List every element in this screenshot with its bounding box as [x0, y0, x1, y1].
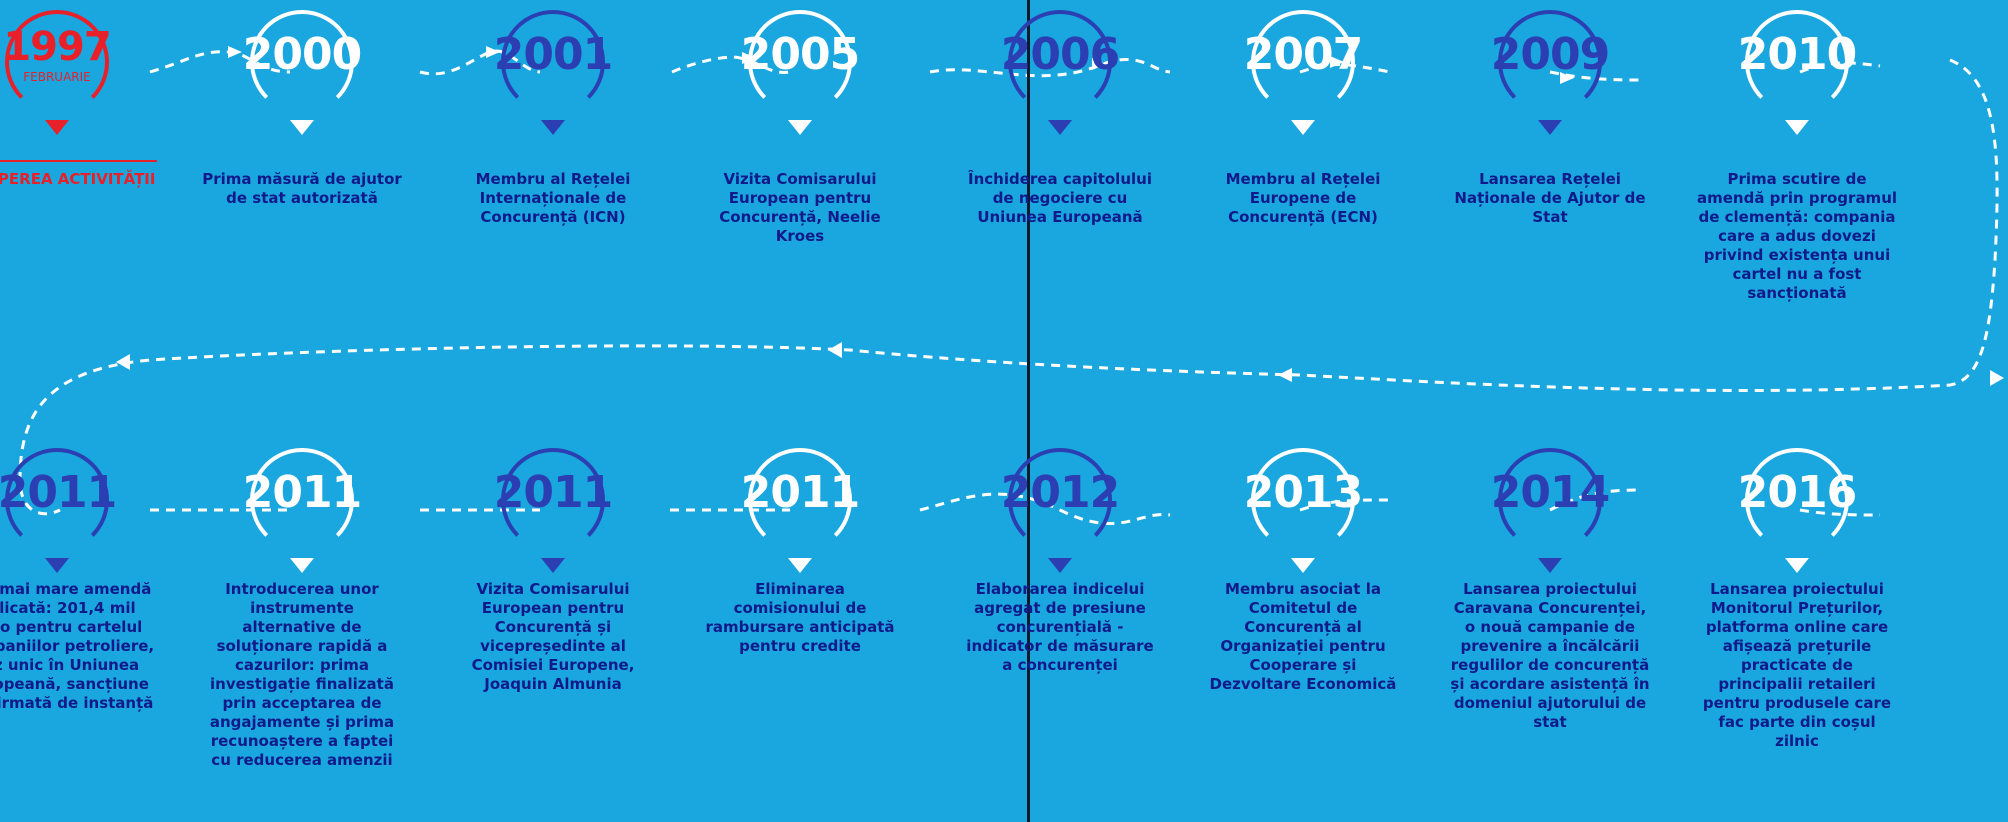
milestone-ring [1745, 448, 1849, 552]
milestone-ring [1498, 448, 1602, 552]
milestone-ring [1498, 10, 1602, 114]
diamond-icon [1785, 558, 1809, 573]
milestone-ring [1745, 10, 1849, 114]
milestone-ring [748, 448, 852, 552]
diamond-icon [45, 120, 69, 135]
diamond-icon [1291, 120, 1315, 135]
milestone-description: Lansarea proiectului Monitorul Prețurilo… [1702, 580, 1892, 750]
diamond-icon [1291, 558, 1315, 573]
milestone-description: Membru al Rețelei Internaționale de Conc… [475, 170, 631, 226]
milestone-description: Membru al Rețelei Europene de Concurență… [1225, 170, 1381, 226]
milestone-year: 2000 [242, 29, 362, 80]
diamond-icon [1538, 558, 1562, 573]
milestone-description: Eliminarea comisionului de rambursare an… [705, 580, 895, 655]
milestone-year: 2009 [1490, 29, 1610, 80]
milestone-description: ÎNCEPEREA ACTIVITĂȚII [0, 170, 156, 188]
milestone-ring [250, 10, 354, 114]
diamond-icon [788, 558, 812, 573]
milestone-description: Închiderea capitolului de negociere cu U… [968, 170, 1152, 226]
milestone-year: 2001 [493, 29, 613, 80]
diamond-icon [541, 558, 565, 573]
diamond-icon [290, 120, 314, 135]
milestone-year: 1997 [3, 24, 111, 70]
milestone-description: Introducerea unor instrumente alternativ… [209, 580, 395, 769]
milestone-year: 2005 [740, 29, 860, 80]
diamond-icon [541, 120, 565, 135]
milestone-ring [1251, 10, 1355, 114]
milestone-description: Lansarea Rețelei Naționale de Ajutor de … [1454, 170, 1646, 226]
milestone-year: 2011 [493, 467, 613, 518]
milestone-ring [250, 448, 354, 552]
milestone-year: 2007 [1243, 29, 1363, 80]
milestone-year: 2016 [1737, 467, 1857, 518]
diamond-icon [1048, 120, 1072, 135]
milestone-ring [1008, 10, 1112, 114]
milestone-description: Vizita Comisarului European pentru Concu… [719, 170, 881, 245]
milestone-ring [748, 10, 852, 114]
diamond-icon [1785, 120, 1809, 135]
milestone-description: Lansarea proiectului Caravana Concurențe… [1450, 580, 1650, 731]
milestone-year: 2010 [1737, 29, 1857, 80]
milestone-year: 2011 [740, 467, 860, 518]
milestone-month: FEBRUARIE [23, 70, 91, 84]
milestone-year: 2012 [1000, 467, 1120, 518]
milestone-description: Cea mai mare amendă aplicată: 201,4 mil … [0, 580, 155, 712]
milestone-ring [5, 10, 109, 114]
milestone-ring [501, 10, 605, 114]
milestone-description: Membru asociat la Comitetul de Concurenț… [1209, 580, 1397, 693]
milestone-year: 2011 [0, 467, 117, 518]
milestone-ring [501, 448, 605, 552]
milestone-ring [1008, 448, 1112, 552]
underline-rule [0, 160, 157, 162]
milestone-year: 2013 [1243, 467, 1363, 518]
milestone-description: Elaborarea indicelui agregat de presiune… [966, 580, 1154, 674]
diamond-icon [1048, 558, 1072, 573]
milestone-description: Vizita Comisarului European pentru Concu… [471, 580, 635, 693]
milestone-year: 2014 [1490, 467, 1610, 518]
milestone-ring [5, 448, 109, 552]
milestone-description: Prima scutire de amendă prin programul d… [1697, 170, 1898, 302]
milestone-ring [1251, 448, 1355, 552]
diamond-icon [290, 558, 314, 573]
milestone-description: Prima măsură de ajutor de stat autorizat… [202, 170, 402, 207]
diamond-icon [788, 120, 812, 135]
milestone-year: 2011 [242, 467, 362, 518]
diamond-icon [1538, 120, 1562, 135]
milestone-year: 2006 [1000, 29, 1120, 80]
diamond-icon [45, 558, 69, 573]
section-divider [1027, 0, 1030, 822]
